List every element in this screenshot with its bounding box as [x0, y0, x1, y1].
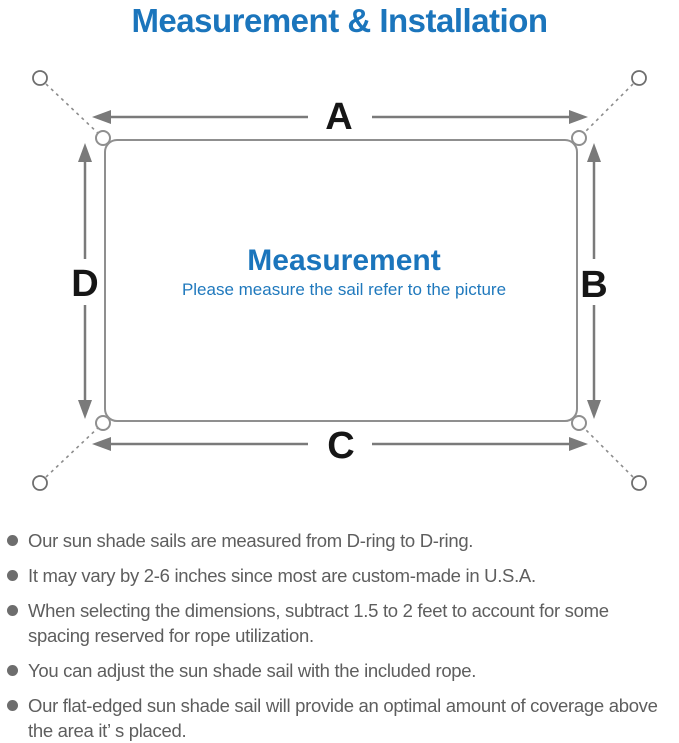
tether-line-bottom-left — [45, 424, 102, 478]
anchor-ring-bottom-left — [32, 475, 48, 491]
bullet-icon — [7, 605, 18, 616]
dimension-label-c: C — [327, 425, 354, 467]
note-text: Our flat-edged sun shade sail will provi… — [28, 695, 658, 741]
note-text: It may vary by 2-6 inches since most are… — [28, 565, 536, 586]
arrowhead-c-left-icon — [92, 437, 111, 451]
d-ring-bottom-right — [571, 415, 587, 431]
note-text: You can adjust the sun shade sail with t… — [28, 660, 477, 681]
arrow-a — [92, 110, 588, 124]
page-title: Measurement & Installation — [131, 2, 548, 39]
arrowhead-d-bottom-icon — [78, 400, 92, 419]
note-item: You can adjust the sun shade sail with t… — [7, 658, 671, 683]
note-item: Our flat-edged sun shade sail will provi… — [7, 693, 671, 743]
arrowhead-a-left-icon — [92, 110, 111, 124]
tether-lines — [45, 83, 634, 478]
note-item: It may vary by 2-6 inches since most are… — [7, 563, 671, 588]
note-item: Our sun shade sails are measured from D-… — [7, 528, 671, 553]
note-item: When selecting the dimensions, subtract … — [7, 598, 671, 648]
bullet-icon — [7, 570, 18, 581]
arrowhead-c-right-icon — [569, 437, 588, 451]
anchor-ring-top-right — [631, 70, 647, 86]
arrowhead-b-bottom-icon — [587, 400, 601, 419]
diagram-center-heading: Measurement — [247, 244, 440, 277]
bullet-icon — [7, 700, 18, 711]
dimension-label-b: B — [580, 264, 607, 306]
anchor-ring-top-left — [32, 70, 48, 86]
arrowhead-d-top-icon — [78, 143, 92, 162]
d-ring-top-right — [571, 130, 587, 146]
note-text: Our sun shade sails are measured from D-… — [28, 530, 474, 551]
anchor-ring-bottom-right — [631, 475, 647, 491]
d-ring-top-left — [95, 130, 111, 146]
tether-line-top-right — [580, 83, 634, 137]
diagram-center-subheading: Please measure the sail refer to the pic… — [182, 280, 506, 299]
arrow-c — [92, 437, 588, 451]
note-text: When selecting the dimensions, subtract … — [28, 600, 609, 646]
notes-list: Our sun shade sails are measured from D-… — [0, 528, 679, 743]
bullet-icon — [7, 535, 18, 546]
d-ring-bottom-left — [95, 415, 111, 431]
arrowhead-a-right-icon — [569, 110, 588, 124]
dimension-label-d: D — [71, 263, 98, 305]
arrowhead-b-top-icon — [587, 143, 601, 162]
sail-outline — [104, 139, 578, 422]
bullet-icon — [7, 665, 18, 676]
dimension-label-a: A — [325, 96, 352, 138]
arrow-b — [587, 143, 601, 419]
tether-line-bottom-right — [580, 424, 634, 478]
tether-line-top-left — [45, 83, 102, 137]
arrow-d — [78, 143, 92, 419]
measurement-diagram: A C D B Measurement Please measure the s… — [32, 70, 647, 491]
